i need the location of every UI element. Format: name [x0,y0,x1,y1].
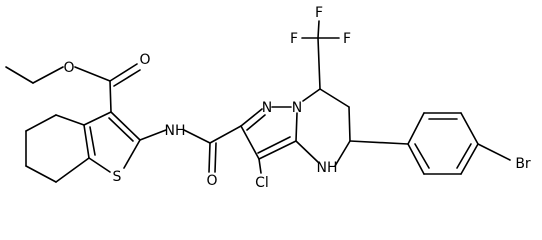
bond-c2-n1-double-b [246,114,266,131]
atom-chlorine: Cl [255,175,269,191]
bond-c4-c5 [25,114,57,132]
bond-ethyl-ch2-o [32,66,64,84]
bond-ph-inner-c [414,143,430,169]
bond-carbonyl-c3 [109,80,112,113]
bond-c3a-c4 [55,114,85,126]
bond-ester-c-o-double-a [109,63,138,82]
bond-nbridge-c7 [302,88,321,102]
bond-c2-nh [139,129,167,141]
bond-c2-n1-double-a [240,108,263,127]
bond-c7a-s [88,157,111,173]
bond-ethyl-ch3 [5,66,34,84]
atom-ring-nh: NH [317,160,338,176]
atom-cf3-f-top: F [315,5,323,21]
atom-ester-o-single: O [63,60,74,76]
bond-nbridge-c3a [295,112,298,142]
molecule-drawing: O O S NH O F F F N N NH Cl Br [5,5,531,191]
bond-ph-c1-c2 [407,112,425,145]
bond-c5-nh [334,140,351,167]
bond-ph-c3-c4 [460,112,479,145]
bond-c7-cf3 [317,37,321,90]
bond-ester-c-o-double-b [113,69,141,87]
bond-nh-c3a [295,140,320,164]
bond-c7-c6 [319,88,350,108]
bond-c3a-c7a-double-a [83,124,90,159]
bond-ph-br [477,143,511,161]
bond-c3a-c7a-double-b [89,126,96,156]
bond-c3-c2 [240,125,260,160]
bond-c3a-c3-double-b [257,136,291,154]
atom-cf3-f-right: F [343,31,351,47]
bond-c6-c7 [25,165,57,183]
bond-c3a-c3-double-a [258,140,297,160]
bond-nh-amide-c [183,129,211,144]
atom-amide-o: O [206,173,217,189]
bond-ph-inner-b [456,143,472,169]
atom-bridge-n: N [292,100,302,116]
bond-layer [5,20,511,183]
bond-c6-c5 [348,106,351,142]
bond-amide-c-o-double-b [214,142,217,173]
structure-diagram: O O S NH O F F F N N NH Cl Br [5,5,531,191]
bond-s-c2 [123,139,141,169]
bond-c5-phenyl [349,140,409,145]
atom-pyrazole-n1: N [262,100,272,116]
atom-ring-s: S [113,169,122,185]
bond-amide-c-o-double-a [208,142,211,173]
atom-ester-o-double: O [139,52,150,68]
bond-o-carbonyl [74,66,111,82]
bond-c7-c7a [55,157,90,183]
bond-c3-cl [258,158,262,174]
bond-cf3-f-top [317,20,320,39]
bond-c2-c3-double-b [108,117,134,142]
bond-amide-c-pyrazole-c2 [209,125,242,144]
bond-c3-c3a [83,111,112,126]
bond-c2-c3-double-a [110,111,141,141]
atom-cf3-f-left: F [290,31,298,47]
atom-amide-nh: NH [165,123,186,139]
bond-ph-c6-c1 [407,143,425,175]
atom-label-layer: O O S NH O F F F N N NH Cl Br [63,5,530,191]
bond-ph-c4-c5 [460,143,479,175]
atom-bromine: Br [515,156,531,172]
